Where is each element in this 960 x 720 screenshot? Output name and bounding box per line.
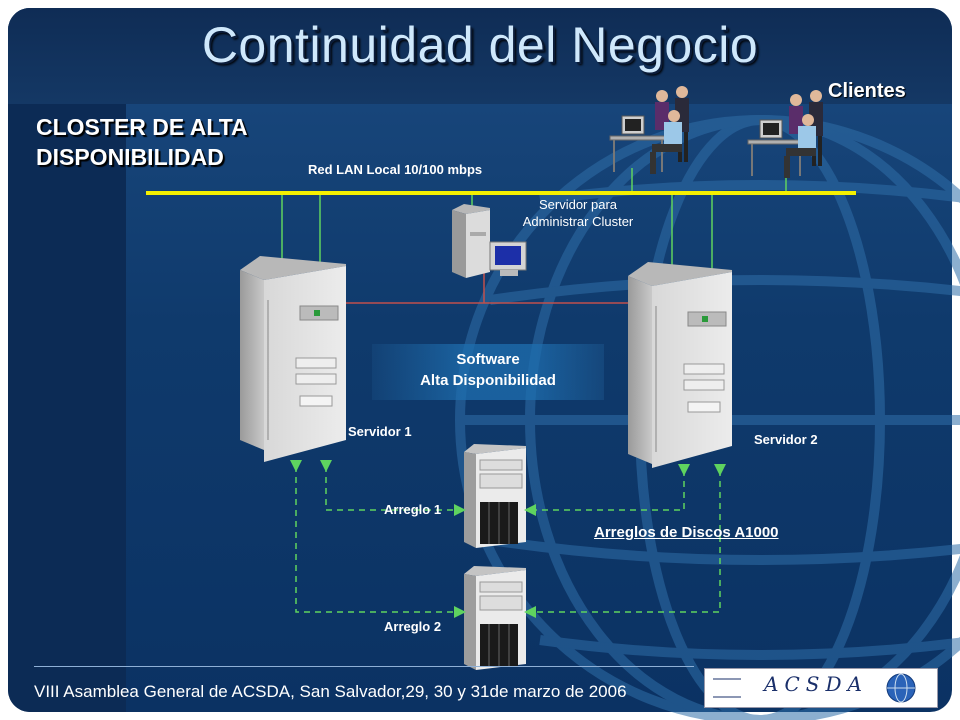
array-1-label: Arreglo 1 — [384, 502, 442, 517]
acsda-logo: ACSDA — [704, 668, 938, 708]
software-label-line-2: Alta Disponibilidad — [420, 372, 556, 389]
slide-title: Continuidad del Negocio — [201, 17, 759, 73]
array-connections — [290, 460, 726, 618]
disk-array-1-graphic — [464, 444, 526, 548]
software-label-line-1: Software — [456, 351, 520, 368]
software-box — [372, 344, 604, 400]
disk-arrays-label: Arreglos de Discos A1000 — [594, 524, 779, 541]
client-workstation-1 — [609, 86, 689, 174]
left-bar — [8, 8, 126, 712]
server-1-label: Servidor 1 — [348, 424, 412, 439]
disk-array-2-graphic — [464, 566, 526, 670]
subtitle-line-2: DISPONIBILIDAD — [36, 144, 224, 170]
array-2-label: Arreglo 2 — [384, 619, 442, 634]
footer-text: VIII Asamblea General de ACSDA, San Salv… — [34, 682, 627, 701]
admin-server-label: Servidor para Administrar Cluster — [500, 196, 656, 230]
subtitle-line-1: CLOSTER DE ALTA — [36, 114, 248, 140]
title-bar — [8, 8, 952, 104]
logo-text: ACSDA — [764, 672, 868, 696]
server-1-tower — [240, 256, 346, 462]
clients-label: Clientes — [828, 80, 906, 102]
slide-subtitle: CLOSTER DE ALTA DISPONIBILIDAD — [36, 112, 248, 172]
admin-server-label-line-1: Servidor para — [538, 197, 618, 212]
admin-server — [452, 204, 527, 278]
client-workstation-2 — [747, 90, 823, 178]
software-label: Software Alta Disponibilidad — [372, 349, 604, 391]
logo-globe-icon — [713, 673, 916, 703]
lan-drops — [281, 168, 787, 270]
admin-server-label-line-2: Administrar Cluster — [522, 214, 634, 229]
lan-label: Red LAN Local 10/100 mbps — [308, 162, 483, 177]
server-2-tower — [628, 262, 732, 468]
server-2-label: Servidor 2 — [754, 432, 818, 447]
heartbeat-lines — [344, 268, 628, 304]
footer-divider — [34, 666, 694, 667]
